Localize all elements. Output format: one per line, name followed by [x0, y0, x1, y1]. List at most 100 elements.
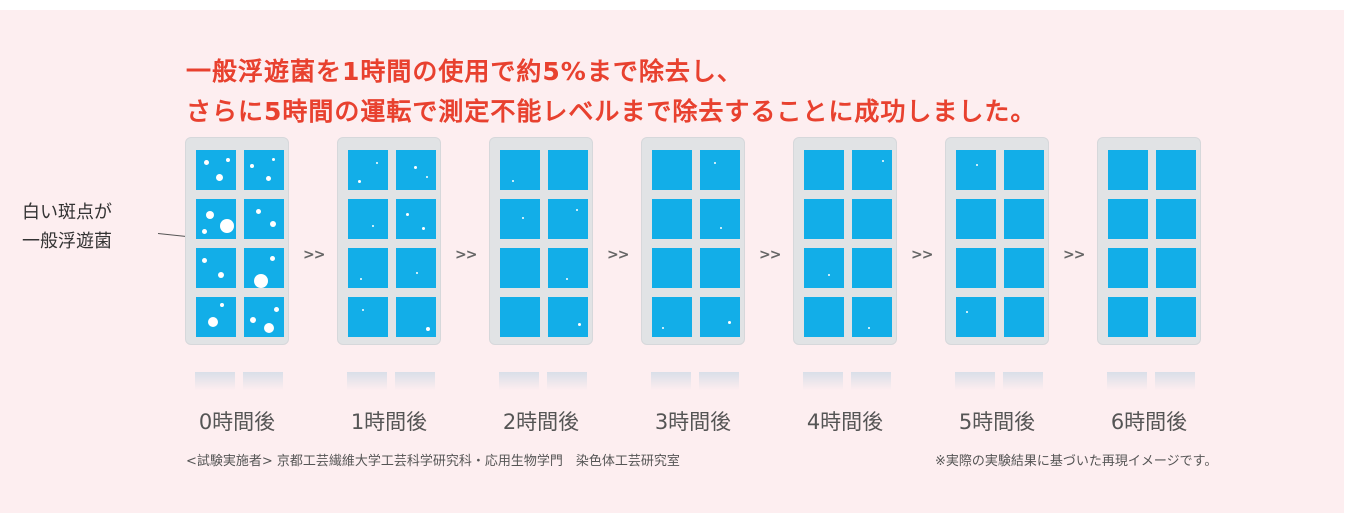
window-pane — [244, 297, 284, 337]
window-pane — [1004, 150, 1044, 190]
window-reflection — [489, 368, 593, 390]
window-pane — [348, 199, 388, 239]
window-pane — [852, 248, 892, 288]
reflection-pane — [547, 372, 587, 390]
window-pane — [652, 248, 692, 288]
callout-line-1: 白い斑点が — [22, 202, 112, 223]
window-pane — [196, 199, 236, 239]
window-pane — [1004, 248, 1044, 288]
reflection-pane — [699, 372, 739, 390]
stage-label: 0時間後 — [198, 410, 276, 434]
headline-line-2: さらに5時間の運転で測定不能レベルまで除去することに成功しました。 — [186, 97, 1037, 126]
window-pane — [1108, 199, 1148, 239]
bacteria-spot — [720, 227, 722, 229]
bacteria-spot — [202, 258, 207, 263]
bacteria-spot — [256, 209, 261, 214]
bacteria-spot — [714, 162, 716, 164]
stage-window-0 — [185, 137, 289, 345]
window-pane — [396, 199, 436, 239]
window-pane — [1156, 150, 1196, 190]
bacteria-spot — [254, 274, 268, 288]
bacteria-spot — [522, 217, 524, 219]
bacteria-spot — [976, 164, 978, 166]
headline-line-1: 一般浮遊菌を1時間の使用で約5%まで除去し、 — [186, 57, 743, 86]
reproduction-note: ※実際の実験結果に基づいた再現イメージです。 — [935, 454, 1218, 469]
window-pane — [956, 199, 996, 239]
stage-label: 3時間後 — [654, 410, 732, 434]
tester-credit: <試験実施者> 京都工芸繊維大学工芸科学研究科・応用生物学門 染色体工芸研究室 — [186, 454, 680, 469]
next-arrow-icon: >> — [607, 247, 629, 263]
reflection-pane — [1155, 372, 1195, 390]
window-pane — [548, 297, 588, 337]
window-pane — [244, 199, 284, 239]
bacteria-spot — [512, 180, 514, 182]
window-pane — [196, 297, 236, 337]
window-pane — [196, 248, 236, 288]
next-arrow-icon: >> — [911, 247, 933, 263]
window-pane — [804, 297, 844, 337]
bacteria-spot — [202, 229, 207, 234]
next-arrow-icon: >> — [303, 247, 325, 263]
callout-line-2: 一般浮遊菌 — [22, 231, 112, 252]
bacteria-spot — [728, 321, 731, 324]
window-pane — [348, 150, 388, 190]
window-pane — [500, 150, 540, 190]
bacteria-spot — [270, 256, 275, 261]
window-pane — [548, 248, 588, 288]
bacteria-spot — [576, 209, 578, 211]
bacteria-spot — [414, 166, 417, 169]
reflection-pane — [243, 372, 283, 390]
window-pane — [244, 248, 284, 288]
bacteria-spot — [416, 272, 418, 274]
infographic-panel: 一般浮遊菌を1時間の使用で約5%まで除去し、 さらに5時間の運転で測定不能レベル… — [0, 10, 1344, 513]
bacteria-spot — [218, 272, 224, 278]
bacteria-spot — [360, 278, 362, 280]
stage-window-3 — [641, 137, 745, 345]
bacteria-spot — [266, 176, 271, 181]
bacteria-spot — [362, 309, 364, 311]
bacteria-spot — [566, 278, 568, 280]
bacteria-spot — [272, 158, 275, 161]
next-arrow-icon: >> — [759, 247, 781, 263]
window-pane — [852, 199, 892, 239]
stage-label: 6時間後 — [1110, 410, 1188, 434]
reflection-pane — [347, 372, 387, 390]
bacteria-spot — [204, 160, 209, 165]
window-pane — [500, 199, 540, 239]
window-pane — [500, 248, 540, 288]
window-pane — [396, 150, 436, 190]
bacteria-spot — [828, 274, 830, 276]
bacteria-spot — [264, 323, 274, 333]
reflection-pane — [395, 372, 435, 390]
reflection-pane — [1107, 372, 1147, 390]
reflection-pane — [195, 372, 235, 390]
stage-label: 4時間後 — [806, 410, 884, 434]
window-pane — [396, 248, 436, 288]
window-pane — [548, 199, 588, 239]
bacteria-spot — [372, 225, 374, 227]
reflection-pane — [803, 372, 843, 390]
reflection-pane — [851, 372, 891, 390]
window-reflection — [1097, 368, 1201, 390]
reflection-pane — [651, 372, 691, 390]
window-pane — [1108, 150, 1148, 190]
window-reflection — [945, 368, 1049, 390]
bacteria-spot — [206, 211, 214, 219]
window-pane — [1004, 199, 1044, 239]
window-pane — [804, 248, 844, 288]
stage-window-4 — [793, 137, 897, 345]
bacteria-spot — [868, 327, 870, 329]
window-pane — [804, 199, 844, 239]
bacteria-spot — [274, 307, 279, 312]
window-pane — [348, 248, 388, 288]
window-pane — [852, 150, 892, 190]
window-reflection — [641, 368, 745, 390]
window-pane — [1156, 248, 1196, 288]
window-pane — [548, 150, 588, 190]
window-pane — [700, 248, 740, 288]
bacteria-spot — [270, 221, 276, 227]
window-pane — [196, 150, 236, 190]
stage-window-2 — [489, 137, 593, 345]
bacteria-spot — [422, 227, 425, 230]
window-pane — [244, 150, 284, 190]
